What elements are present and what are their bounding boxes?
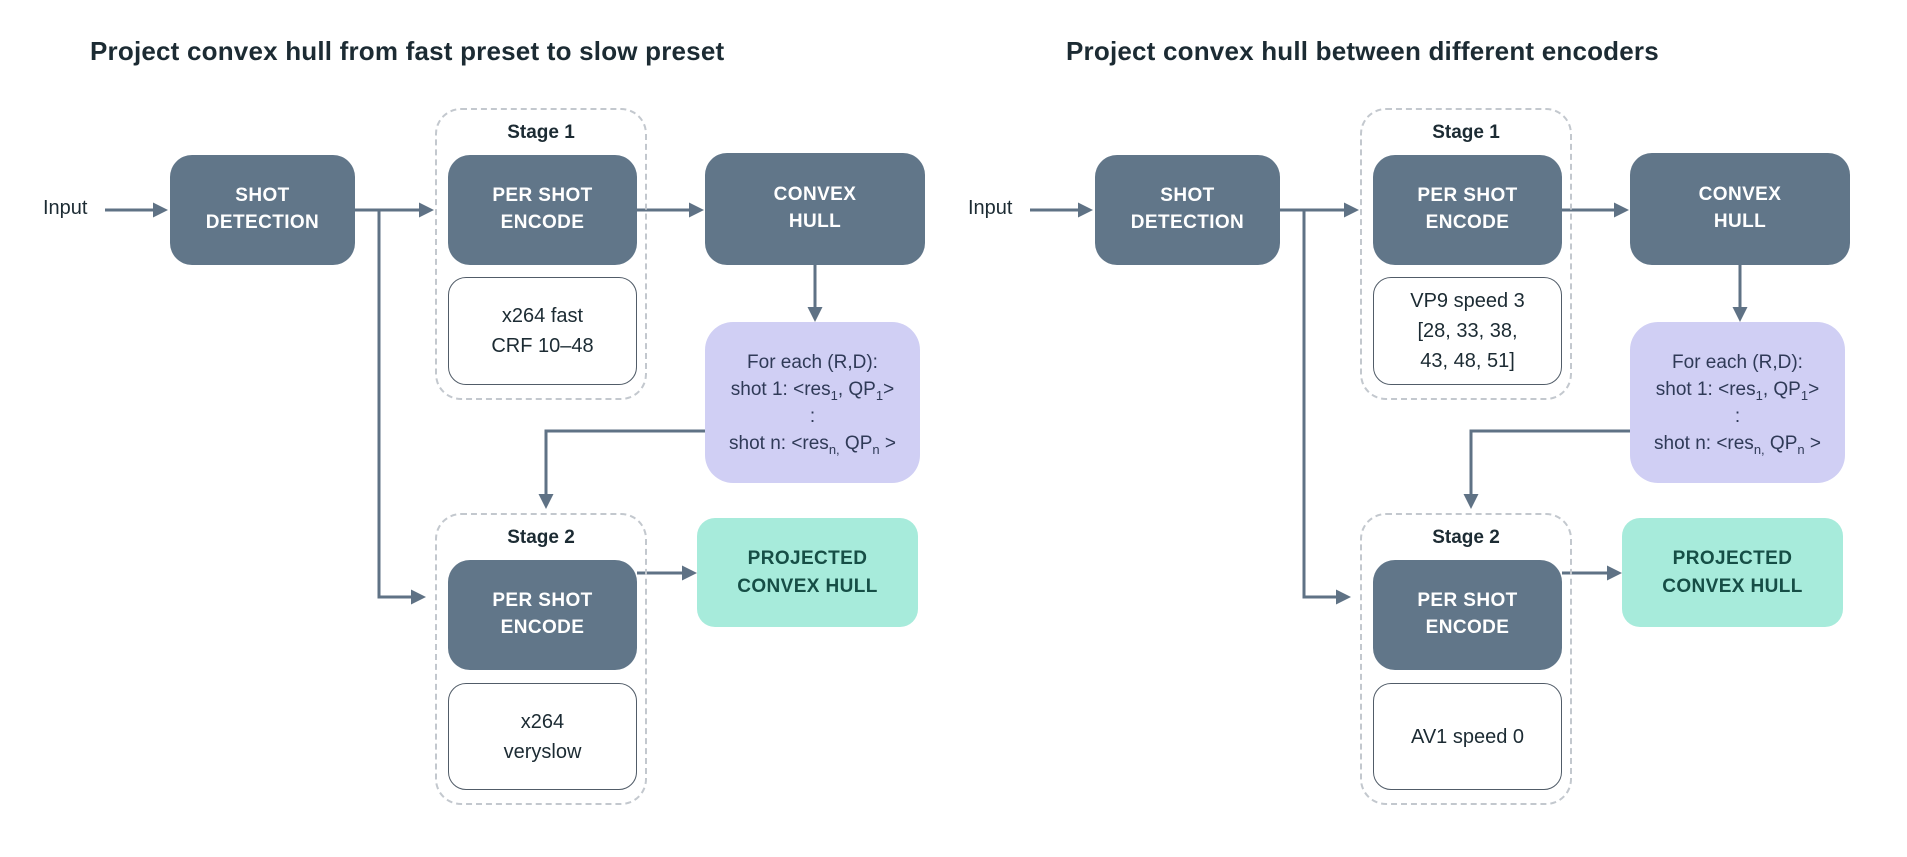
per-shot-encode-stage2-label: PER SHOT ENCODE (492, 590, 593, 638)
per-shot-encode-stage1-label: PER SHOT ENCODE (492, 185, 593, 233)
convex-hull-label: CONVEX HULL (773, 184, 857, 232)
encoder-config-stage1-text: x264 fast CRF 10–48 (491, 305, 594, 357)
projection-header-right: For each (R,D): (1672, 351, 1803, 373)
arrow-shot-detection-to-stage2-right (1302, 210, 1351, 605)
stage1-container-right: Stage 1 (1360, 108, 1572, 400)
shot-detection-label-right: SHOT DETECTION (1130, 185, 1245, 233)
projection-header: For each (R,D): (747, 351, 878, 373)
per-shot-encode-stage2-label-right: PER SHOT ENCODE (1417, 590, 1518, 638)
rd-projection-box: For each (R,D): shot 1: <res1, QP1> : sh… (705, 322, 920, 483)
encoder-config-stage1-box: x264 fast CRF 10–48 (448, 277, 637, 385)
encoder-config-stage2-text: x264 veryslow (503, 710, 582, 763)
convex-hull-label-right: CONVEX HULL (1698, 184, 1782, 232)
projection-shotn-line: shot n: <resn, QPn > (729, 432, 896, 457)
stage1-label-right: Stage 1 (1432, 122, 1500, 143)
convex-hull-node-right: CONVEX HULL (1630, 153, 1850, 265)
projection-dots: : (809, 405, 816, 427)
projection-shot1-line: shot 1: <res1, QP1> (730, 378, 895, 403)
stage1-container: Stage 1 (435, 108, 647, 400)
arrow-shot-detection-to-stage2 (377, 210, 426, 605)
per-shot-encode-stage2-node: PER SHOT ENCODE (448, 560, 637, 670)
per-shot-encode-stage1-node-right: PER SHOT ENCODE (1373, 155, 1562, 265)
projection-shotn-line-right: shot n: <resn, QPn > (1654, 432, 1821, 457)
shot-detection-node-right: SHOT DETECTION (1095, 155, 1280, 265)
projected-convex-hull-label: PROJECTED CONVEX HULL (737, 547, 878, 597)
projection-shot1-line-right: shot 1: <res1, QP1> (1655, 378, 1820, 403)
stage2-container: Stage 2 (435, 513, 647, 805)
shot-detection-node: SHOT DETECTION (170, 155, 355, 265)
arrow-projection-to-stage2 (538, 429, 705, 509)
shot-detection-label: SHOT DETECTION (205, 185, 320, 233)
page-title-right: Project convex hull between different en… (1066, 36, 1659, 66)
per-shot-encode-stage1-label-right: PER SHOT ENCODE (1417, 185, 1518, 233)
projected-convex-hull-node-right: PROJECTED CONVEX HULL (1622, 518, 1843, 627)
input-label-right: Input (968, 197, 1013, 219)
page-title: Project convex hull from fast preset to … (90, 36, 725, 66)
stage1-label: Stage 1 (507, 122, 575, 143)
projected-convex-hull-label-right: PROJECTED CONVEX HULL (1662, 547, 1803, 597)
encoder-config-stage2-box: x264 veryslow (448, 683, 637, 790)
per-shot-encode-stage2-node-right: PER SHOT ENCODE (1373, 560, 1562, 670)
rd-projection-box-right: For each (R,D): shot 1: <res1, QP1> : sh… (1630, 322, 1845, 483)
encoder-config-stage2-text-right: AV1 speed 0 (1410, 725, 1525, 748)
convex-hull-node: CONVEX HULL (705, 153, 925, 265)
encoder-config-stage2-box-right: AV1 speed 0 (1373, 683, 1562, 790)
arrow-projection-to-stage2-right (1463, 429, 1630, 509)
per-shot-encode-stage1-node: PER SHOT ENCODE (448, 155, 637, 265)
projected-convex-hull-node: PROJECTED CONVEX HULL (697, 518, 918, 627)
encoder-config-stage1-box-right: VP9 speed 3 [28, 33, 38, 43, 48, 51] (1373, 277, 1562, 385)
stage2-label-right: Stage 2 (1432, 527, 1500, 548)
encoder-config-stage1-text-right: VP9 speed 3 [28, 33, 38, 43, 48, 51] (1410, 290, 1525, 372)
projection-dots-right: : (1734, 405, 1741, 427)
input-label: Input (43, 197, 88, 219)
stage2-label: Stage 2 (507, 527, 575, 548)
stage2-container-right: Stage 2 (1360, 513, 1572, 805)
